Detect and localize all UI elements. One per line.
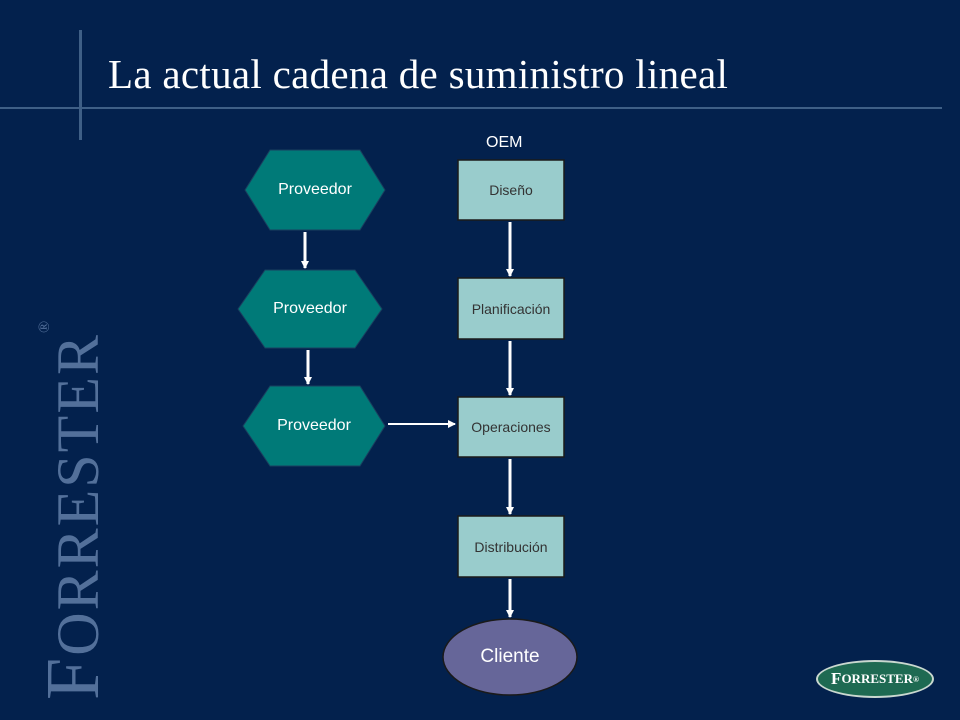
oem-label: OEM: [486, 134, 523, 151]
customer-ellipse: [442, 618, 578, 696]
customer-label: Cliente: [480, 646, 540, 667]
stage-label-planning: Planificación: [471, 300, 551, 317]
stage-box-design: [457, 159, 565, 221]
supplier-label-1: Proveedor: [278, 181, 352, 198]
supplier-label-2: Proveedor: [273, 300, 347, 317]
stage-label-distribution: Distribución: [474, 538, 548, 555]
slide-title: La actual cadena de suministro lineal: [108, 51, 729, 97]
title-vertical-rule: [79, 30, 82, 140]
supplier-hexagon-2: [237, 269, 383, 349]
supplier-hexagon-3: [242, 385, 386, 467]
stage-box-operations: [457, 396, 565, 458]
supplier-hexagon-1: [244, 149, 386, 231]
title-horizontal-rule: [0, 107, 942, 109]
stage-box-distribution: [457, 515, 565, 578]
supplier-label-3: Proveedor: [277, 417, 351, 434]
stage-label-operations: Operaciones: [471, 419, 551, 435]
stage-box-planning: [457, 277, 565, 340]
stage-label-design: Diseño: [489, 182, 533, 198]
